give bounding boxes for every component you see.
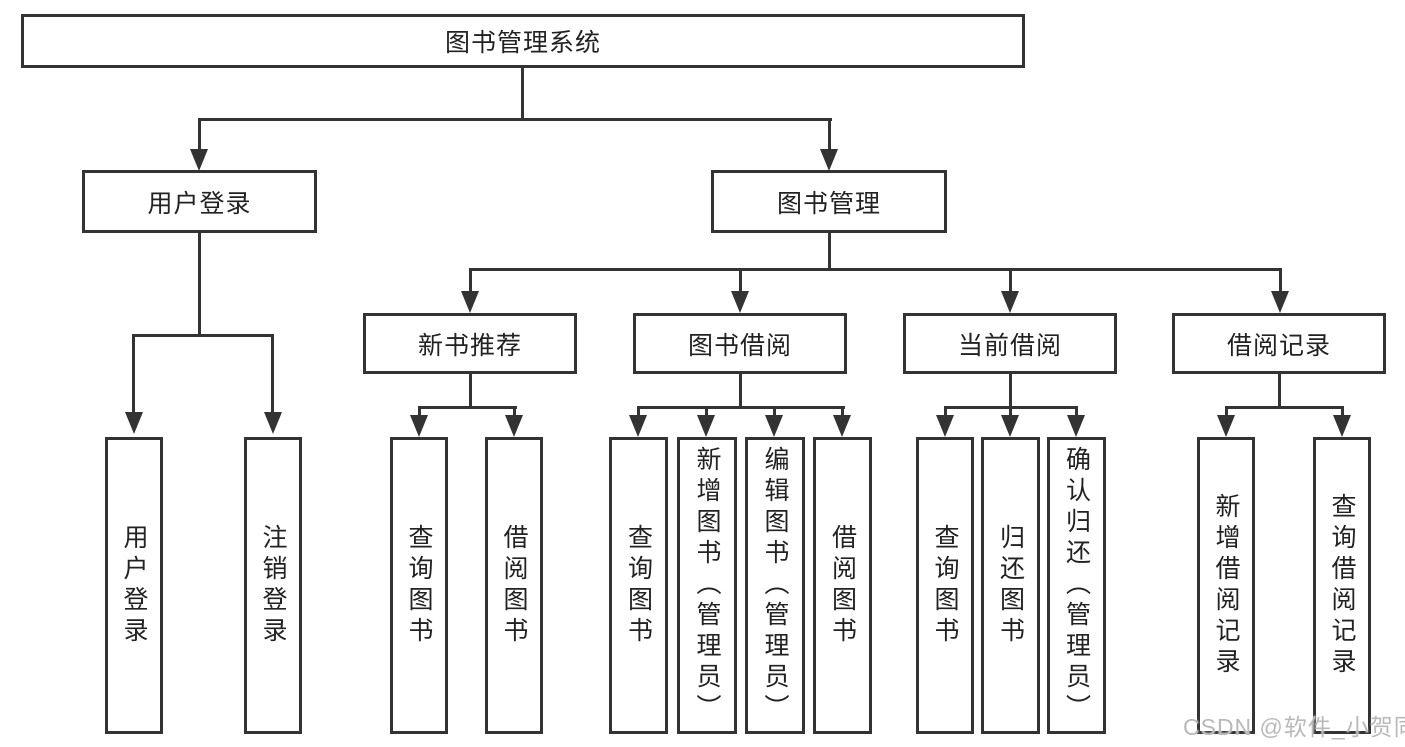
connector-to-cur-query: [944, 406, 947, 417]
connector-book-borrow-branch: [637, 406, 845, 409]
arrowhead-book-mgmt: [820, 149, 838, 171]
connector-to-leaf-login: [132, 334, 135, 414]
leaf-confirm-return-admin-label: 确认归还（管理员）: [1062, 446, 1091, 725]
node-user-login-label: 用户登录: [147, 189, 252, 218]
arrowhead-user-login: [190, 149, 208, 171]
arrowhead-record-add: [1217, 415, 1235, 437]
leaf-return-books-label: 归还图书: [996, 523, 1025, 648]
node-borrow-records-label: 借阅记录: [1226, 331, 1331, 360]
leaf-rec-query-books-label: 查询图书: [405, 523, 433, 648]
arrowhead-borrow-records: [1271, 291, 1289, 313]
arrowhead-borrow-add: [697, 415, 715, 437]
leaf-borrow-borrow-books-label: 借阅图书: [828, 523, 857, 648]
connector-to-record-add: [1225, 406, 1228, 417]
leaf-add-borrow-record: 新增借阅记录: [1197, 437, 1255, 734]
connector-to-borrow-borrow: [841, 406, 844, 417]
arrowhead-book-borrow: [731, 291, 749, 313]
leaf-logout-label: 注销登录: [259, 523, 287, 648]
arrowhead-record-query: [1333, 415, 1351, 437]
connector-to-book-mgmt: [828, 118, 831, 151]
node-book-mgmt: 图书管理: [711, 170, 947, 233]
node-book-borrow-label: 图书借阅: [687, 331, 792, 360]
node-root-library-system: 图书管理系统: [21, 14, 1025, 68]
arrowhead-cur-confirm: [1067, 415, 1085, 437]
leaf-borrow-borrow-books: 借阅图书: [813, 437, 872, 734]
arrowhead-leaf-login: [125, 412, 143, 434]
connector-to-record-query: [1341, 406, 1344, 417]
leaf-add-borrow-record-label: 新增借阅记录: [1212, 492, 1240, 679]
csdn-watermark: CSDN @软件_小贺同学: [1183, 714, 1405, 740]
connector-level2-branch: [198, 118, 832, 121]
connector-to-borrow-records: [1279, 268, 1282, 293]
leaf-cur-query-books: 查询图书: [916, 437, 974, 734]
node-user-login: 用户登录: [82, 170, 317, 233]
node-root-label: 图书管理系统: [444, 29, 601, 57]
connector-to-new-book-rec: [469, 268, 472, 293]
leaf-return-books: 归还图书: [981, 437, 1040, 734]
connector-level3-branch: [469, 268, 1282, 271]
leaf-logout: 注销登录: [244, 437, 302, 734]
leaf-edit-books-admin: 编辑图书（管理员）: [745, 437, 805, 734]
node-borrow-records: 借阅记录: [1172, 313, 1386, 374]
connector-to-cur-return: [1009, 406, 1012, 417]
connector-to-borrow-query: [637, 406, 640, 417]
connector-user-login-stem: [198, 233, 201, 337]
node-current-borrow-label: 当前借阅: [957, 331, 1062, 360]
arrowhead-leaf-logout: [264, 412, 282, 434]
node-book-borrow: 图书借阅: [633, 313, 847, 374]
connector-to-current-borrow: [1009, 268, 1012, 293]
node-current-borrow: 当前借阅: [903, 313, 1117, 374]
leaf-rec-borrow-books-label: 借阅图书: [500, 523, 528, 648]
connector-borrow-records-branch: [1225, 406, 1344, 409]
connector-borrow-records-stem: [1278, 374, 1281, 409]
connector-to-leaf-logout: [271, 334, 274, 414]
leaf-rec-borrow-books: 借阅图书: [485, 437, 543, 734]
connector-to-borrow-edit: [773, 406, 776, 417]
arrowhead-new-book-rec: [461, 291, 479, 313]
leaf-add-books-admin: 新增图书（管理员）: [677, 437, 737, 734]
arrowhead-rec-borrow: [505, 415, 523, 437]
arrowhead-cur-return: [1001, 415, 1019, 437]
node-new-book-rec-label: 新书推荐: [417, 331, 522, 360]
arrowhead-rec-query: [410, 415, 428, 437]
node-new-book-rec: 新书推荐: [363, 313, 577, 374]
arrowhead-borrow-borrow: [833, 415, 851, 437]
arrowhead-current-borrow: [1001, 291, 1019, 313]
connector-new-book-rec-branch: [418, 406, 517, 409]
leaf-confirm-return-admin: 确认归还（管理员）: [1047, 437, 1106, 734]
leaf-user-login-label: 用户登录: [120, 523, 148, 648]
leaf-rec-query-books: 查询图书: [390, 437, 448, 734]
leaf-borrow-query-books-label: 查询图书: [624, 523, 653, 648]
connector-to-user-login: [198, 118, 201, 151]
connector-to-borrow-add: [705, 406, 708, 417]
leaf-query-borrow-record: 查询借阅记录: [1313, 437, 1371, 734]
connector-book-mgmt-stem: [828, 233, 831, 271]
connector-book-borrow-stem: [739, 374, 742, 409]
leaf-cur-query-books-label: 查询图书: [931, 523, 959, 648]
leaf-borrow-query-books: 查询图书: [609, 437, 668, 734]
leaf-user-login: 用户登录: [105, 437, 163, 734]
connector-to-rec-query: [418, 406, 421, 417]
leaf-add-books-admin-label: 新增图书（管理员）: [693, 446, 721, 725]
connector-to-book-borrow: [739, 268, 742, 293]
connector-to-cur-confirm: [1075, 406, 1078, 417]
arrowhead-cur-query: [936, 415, 954, 437]
node-book-mgmt-label: 图书管理: [776, 189, 881, 218]
connector-current-borrow-stem: [1009, 374, 1012, 409]
arrowhead-borrow-query: [629, 415, 647, 437]
connector-user-login-branch: [132, 334, 274, 337]
connector-root-stem: [521, 67, 524, 121]
connector-new-book-rec-stem: [469, 374, 472, 409]
leaf-query-borrow-record-label: 查询借阅记录: [1328, 492, 1356, 679]
connector-to-rec-borrow: [513, 406, 516, 417]
arrowhead-borrow-edit: [765, 415, 783, 437]
leaf-edit-books-admin-label: 编辑图书（管理员）: [761, 446, 789, 725]
